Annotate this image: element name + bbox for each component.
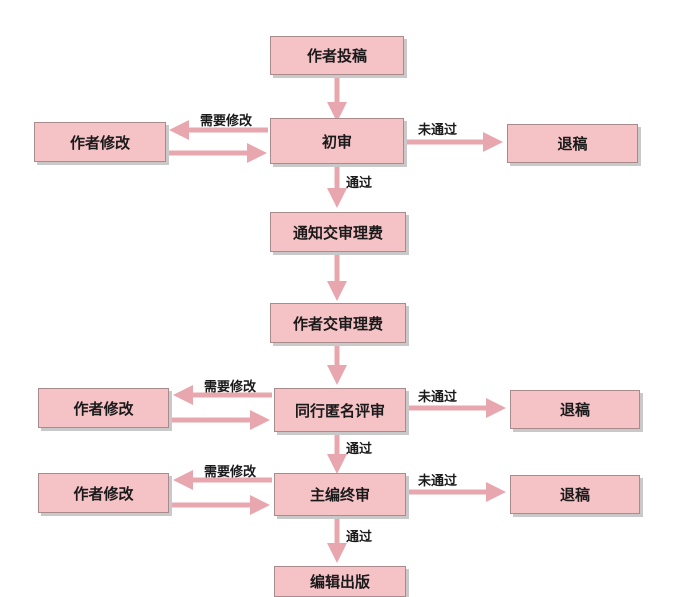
label-need-revision-2: 需要修改 <box>204 380 257 395</box>
node-reject-3: 退稿 <box>510 475 640 514</box>
node-pay-fee: 作者交审理费 <box>270 303 406 343</box>
node-reject-2: 退稿 <box>510 390 640 429</box>
node-notify-fee: 通知交审理费 <box>270 212 406 252</box>
node-reject-1: 退稿 <box>507 124 638 163</box>
node-submit: 作者投稿 <box>270 36 404 75</box>
label-passed-2: 通过 <box>346 442 373 457</box>
label-passed-3: 通过 <box>346 530 373 545</box>
node-author-revise-2: 作者修改 <box>38 388 169 428</box>
label-passed-1: 通过 <box>346 176 373 191</box>
label-not-passed-2: 未通过 <box>418 390 458 405</box>
label-not-passed-1: 未通过 <box>418 123 458 138</box>
node-initial-review: 初审 <box>270 118 404 164</box>
node-peer-review: 同行匿名评审 <box>274 388 406 432</box>
node-publish: 编辑出版 <box>274 566 406 597</box>
node-author-revise-3: 作者修改 <box>38 473 169 513</box>
node-author-revise-1: 作者修改 <box>34 122 166 162</box>
node-final-review: 主编终审 <box>274 473 406 516</box>
label-not-passed-3: 未通过 <box>418 474 458 489</box>
label-need-revision-1: 需要修改 <box>200 114 253 129</box>
label-need-revision-3: 需要修改 <box>204 465 257 480</box>
